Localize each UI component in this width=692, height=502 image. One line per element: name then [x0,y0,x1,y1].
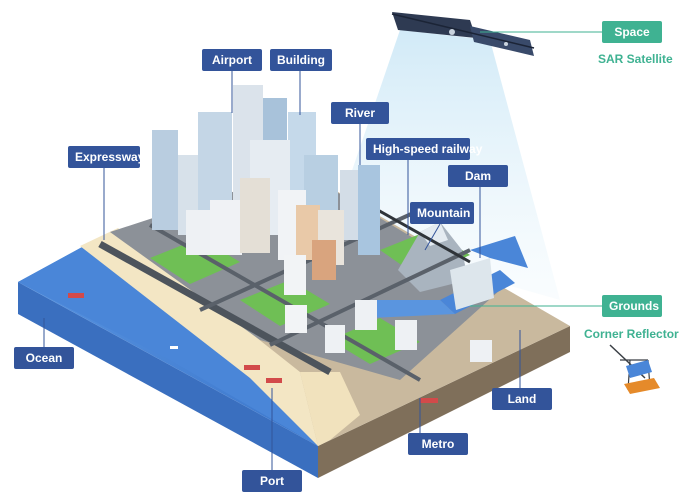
label-metro: Metro [408,433,468,455]
label-expressway: Expressway [68,146,144,168]
island-side-left [18,282,318,478]
beach-sand [80,228,318,446]
expressway-road [98,240,332,376]
label-airport: Airport [202,49,262,71]
skyscraper-group [152,85,492,362]
label-space: Space [602,21,662,43]
dam-reservoir [470,236,528,268]
label-ocean: Ocean [14,347,74,369]
label-dam: Dam [448,165,508,187]
ships [68,293,438,403]
label-river: River [331,102,389,124]
label-grounds: Grounds [602,295,662,317]
corner-reflector-icon [609,344,660,394]
beach-cove [300,372,360,446]
label-building: Building [270,49,332,71]
river-water-2 [360,300,455,318]
island-side-right [318,326,570,478]
ocean-wide [18,240,318,446]
label-land: Land [492,388,552,410]
caption-corner-reflector: Corner Reflector [584,327,679,341]
label-port: Port [242,470,302,492]
label-mountain: Mountain [410,202,474,224]
sar-satellite-icon [391,12,535,56]
leader-lines [43,31,604,470]
label-high-speed-railway: High-speed railway [366,138,482,160]
caption-sar-satellite: SAR Satellite [598,52,673,66]
dam-wall [450,258,494,310]
